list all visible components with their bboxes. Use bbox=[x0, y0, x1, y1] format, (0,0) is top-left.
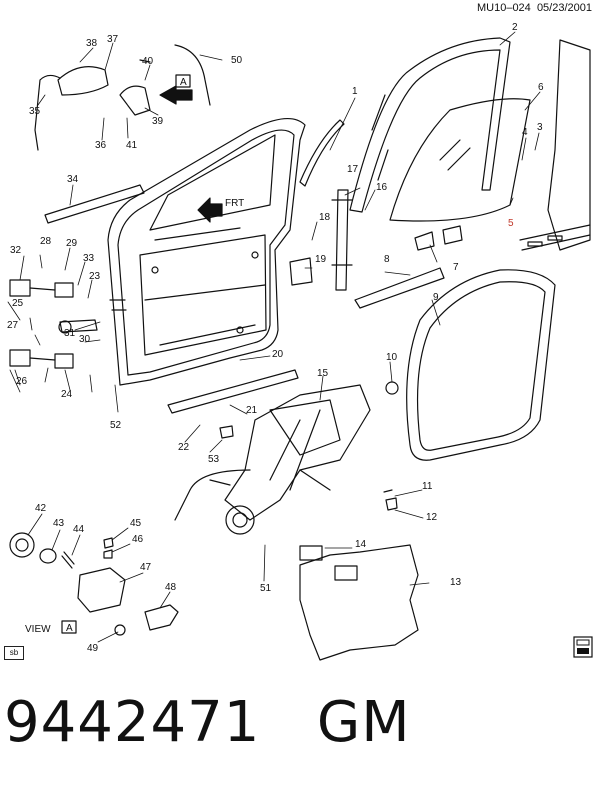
body-pillar bbox=[519, 39, 591, 251]
callout-53: 53 bbox=[208, 454, 220, 465]
diagram-date: 05/23/2001 bbox=[536, 2, 592, 14]
callout-7: 7 bbox=[453, 262, 459, 273]
belt-molding-inner bbox=[354, 267, 445, 309]
book-icon bbox=[573, 636, 593, 658]
callout-8: 8 bbox=[384, 254, 390, 265]
callout-16: 16 bbox=[376, 182, 388, 193]
caption: 9442471 GM bbox=[4, 690, 411, 755]
door-handle-clip bbox=[385, 497, 398, 511]
part-number: 9442471 bbox=[4, 690, 261, 755]
callout-25: 25 bbox=[12, 298, 24, 309]
belt-molding-outer bbox=[44, 184, 145, 224]
callout-43: 43 bbox=[53, 518, 65, 529]
glass-clips bbox=[414, 225, 463, 251]
deflector-label bbox=[299, 545, 323, 561]
callout-28: 28 bbox=[40, 236, 52, 247]
harness-clip bbox=[219, 425, 234, 439]
rear-guide-channel bbox=[331, 189, 353, 291]
callout-35: 35 bbox=[29, 106, 41, 117]
callout-34: 34 bbox=[67, 174, 79, 185]
callout-19: 19 bbox=[315, 254, 327, 265]
callout-24: 24 bbox=[61, 389, 73, 400]
callout-29: 29 bbox=[66, 238, 78, 249]
callout-26: 26 bbox=[16, 376, 28, 387]
channel-cap bbox=[289, 257, 313, 286]
door-inner-panel bbox=[107, 118, 306, 386]
callout-18: 18 bbox=[319, 212, 331, 223]
callout-40: 40 bbox=[142, 56, 154, 67]
diagram-code: MU10–024 bbox=[476, 2, 531, 14]
window-regulator bbox=[174, 384, 371, 535]
callout-42: 42 bbox=[35, 503, 47, 514]
callout-44: 44 bbox=[73, 524, 85, 535]
forward-arrow: FRT bbox=[197, 197, 244, 223]
callout-51: 51 bbox=[260, 583, 272, 594]
callout-50: 50 bbox=[231, 55, 243, 66]
view-label: VIEW bbox=[25, 624, 51, 635]
callout-31: 31 bbox=[64, 328, 76, 339]
water-deflector bbox=[299, 544, 419, 661]
callout-9: 9 bbox=[433, 292, 439, 303]
callout-23: 23 bbox=[89, 271, 101, 282]
callout-33: 33 bbox=[83, 253, 95, 264]
view-label-group: VIEW A bbox=[25, 620, 77, 635]
callout-2: 2 bbox=[512, 22, 518, 33]
window-run-channel bbox=[349, 37, 511, 213]
callout-48: 48 bbox=[165, 582, 177, 593]
callout-10: 10 bbox=[386, 352, 398, 363]
callout-37: 37 bbox=[107, 34, 119, 45]
view-letter: A bbox=[66, 623, 73, 634]
sill-strip bbox=[167, 369, 299, 414]
callout-38: 38 bbox=[86, 38, 98, 49]
callout-21: 21 bbox=[246, 405, 258, 416]
outside-handle bbox=[34, 44, 211, 151]
diagram-header: MU10–024 05/23/2001 bbox=[477, 2, 592, 14]
callout-36: 36 bbox=[95, 140, 107, 151]
callout-22: 22 bbox=[178, 442, 190, 453]
callout-46: 46 bbox=[132, 534, 144, 545]
leader-lines bbox=[7, 31, 541, 643]
callout-15: 15 bbox=[317, 368, 329, 379]
view-a-arrow: A bbox=[159, 74, 193, 105]
callout-6: 6 bbox=[538, 82, 544, 93]
pillar-applique bbox=[299, 119, 345, 187]
callout-13: 13 bbox=[450, 577, 462, 588]
forward-label: FRT bbox=[225, 198, 244, 209]
callout-52: 52 bbox=[110, 420, 122, 431]
door-weatherstrip bbox=[406, 269, 556, 461]
grommet bbox=[383, 489, 393, 493]
callout-20: 20 bbox=[272, 349, 284, 360]
callout-letter: A bbox=[180, 77, 187, 88]
door-check bbox=[58, 319, 98, 334]
callout-45: 45 bbox=[130, 518, 142, 529]
callout-14: 14 bbox=[355, 539, 367, 550]
callout-17: 17 bbox=[347, 164, 359, 175]
lower-hinge bbox=[9, 349, 74, 369]
door-parts-diagram: FRT bbox=[7, 22, 591, 661]
door-window-glass bbox=[389, 98, 531, 222]
brand: GM bbox=[316, 690, 411, 755]
callout-1: 1 bbox=[352, 86, 358, 97]
callout-41: 41 bbox=[126, 140, 138, 151]
callout-30: 30 bbox=[79, 334, 91, 345]
callout-3: 3 bbox=[537, 122, 543, 133]
callout-39: 39 bbox=[152, 116, 164, 127]
callout-11: 11 bbox=[422, 481, 433, 492]
callout-32: 32 bbox=[10, 245, 22, 256]
lock-actuator-group bbox=[9, 532, 179, 636]
callout-49: 49 bbox=[87, 643, 99, 654]
callout-4: 4 bbox=[522, 127, 528, 138]
glass-reflection bbox=[439, 139, 471, 171]
callout-27: 27 bbox=[7, 320, 19, 331]
upper-hinge bbox=[9, 279, 74, 298]
sb-tag: sb bbox=[4, 646, 24, 660]
callout-47: 47 bbox=[140, 562, 152, 573]
part-callouts: 1 2 3 4 5 6 7 8 9 10 11 12 13 14 15 16 1… bbox=[7, 22, 544, 654]
callout-5: 5 bbox=[508, 218, 514, 229]
callout-12: 12 bbox=[426, 512, 438, 523]
regulator-bolt bbox=[385, 381, 399, 395]
deflector-label-2 bbox=[334, 565, 358, 581]
